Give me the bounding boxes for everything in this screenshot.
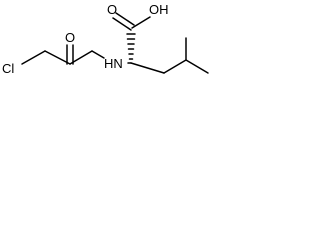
bond-carbonyl-nitrogen bbox=[69, 50, 93, 65]
atom-label-carbonyl-oxygen: O bbox=[65, 30, 75, 45]
bond-acid-double-a bbox=[112, 17, 132, 31]
bond-acid-oh bbox=[131, 16, 151, 29]
bond-cl-ch2 bbox=[21, 50, 46, 65]
bond-amide-nh bbox=[91, 50, 105, 59]
atom-label-acid-hydroxyl: OH bbox=[149, 2, 169, 17]
bond-alpha-ch2 bbox=[130, 62, 165, 74]
atom-label-acid-oxygen: O bbox=[107, 2, 117, 17]
bond-acid-double-b bbox=[115, 12, 135, 26]
atom-label-chlorine: Cl bbox=[2, 61, 14, 76]
atom-label-amide-nitrogen: HN bbox=[104, 56, 123, 71]
bond-ch2-ch bbox=[163, 59, 187, 74]
chemical-structure: Cl O HN O OH bbox=[2, 2, 209, 76]
stereo-hash-bond bbox=[126, 33, 136, 60]
bond-ch2-carbonyl bbox=[44, 50, 71, 65]
bond-ch-methyl-right bbox=[185, 59, 209, 74]
